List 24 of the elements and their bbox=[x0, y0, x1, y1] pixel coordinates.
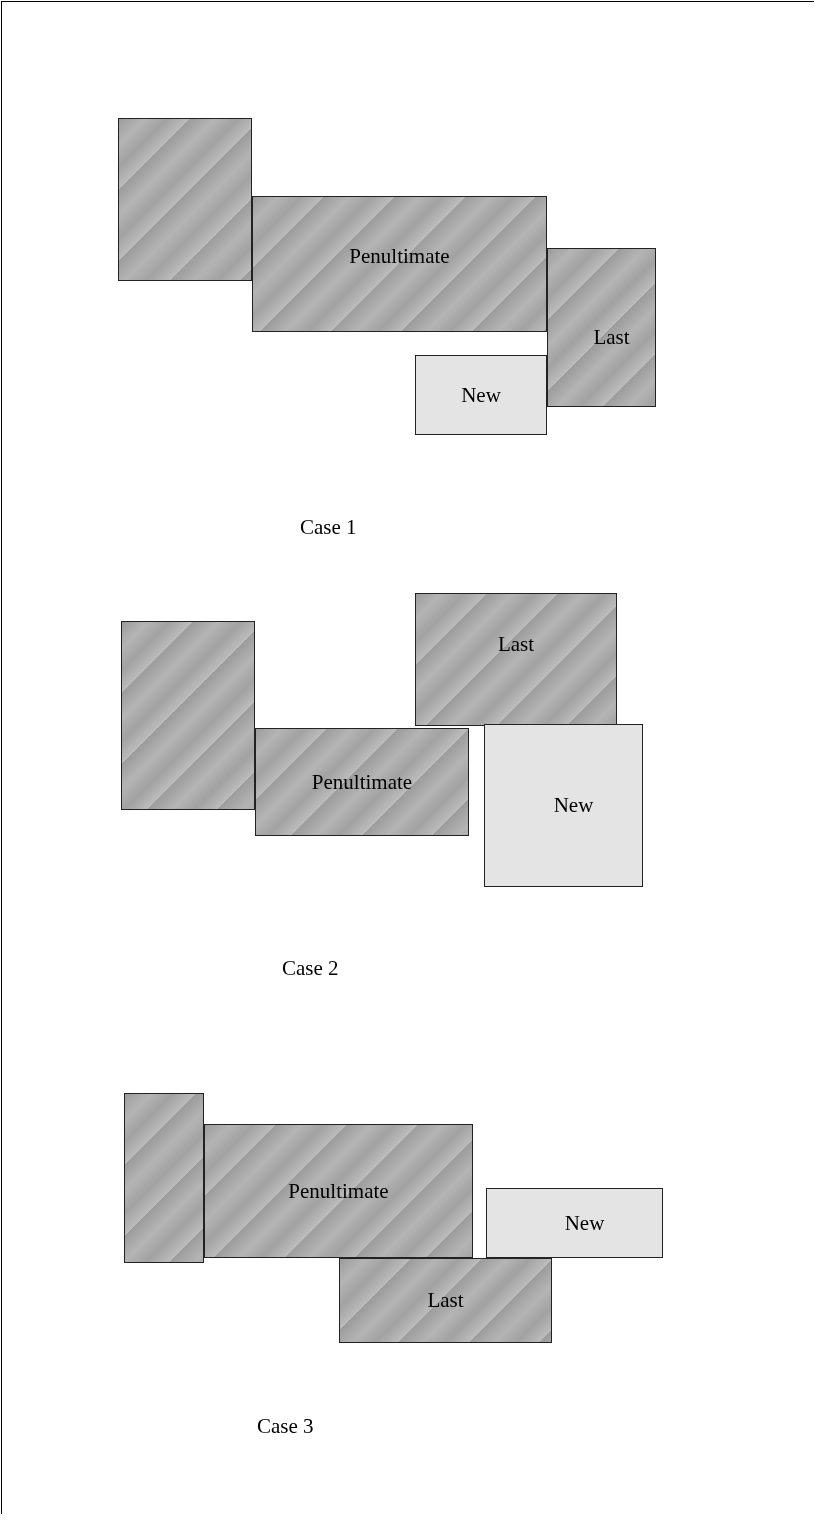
rectangle-label: Penultimate bbox=[311, 769, 413, 795]
light-rectangle bbox=[484, 724, 643, 887]
shaded-rectangle bbox=[204, 1124, 473, 1258]
rectangle-label: Last bbox=[497, 632, 535, 657]
shaded-rectangle bbox=[415, 593, 617, 726]
shaded-rectangle bbox=[252, 196, 547, 332]
case-caption: Case 3 bbox=[257, 1414, 314, 1439]
shaded-rectangle bbox=[255, 728, 469, 836]
rectangle-label: Last bbox=[427, 1288, 464, 1313]
rectangle-label: New bbox=[553, 793, 594, 818]
light-rectangle bbox=[486, 1188, 663, 1258]
rectangle-label: New bbox=[461, 382, 501, 408]
case-caption: Case 2 bbox=[282, 956, 339, 981]
shaded-rectangle bbox=[547, 248, 656, 407]
shaded-rectangle bbox=[121, 621, 255, 810]
rectangle-label: New bbox=[564, 1210, 605, 1236]
shaded-rectangle bbox=[339, 1258, 552, 1343]
shaded-rectangle bbox=[118, 118, 252, 281]
rectangle-label: Penultimate bbox=[349, 243, 450, 269]
light-rectangle bbox=[415, 355, 547, 435]
case-caption: Case 1 bbox=[300, 515, 357, 540]
rectangle-label: Penultimate bbox=[288, 1178, 389, 1204]
rectangle-label: Last bbox=[593, 325, 630, 350]
shaded-rectangle bbox=[124, 1093, 204, 1263]
